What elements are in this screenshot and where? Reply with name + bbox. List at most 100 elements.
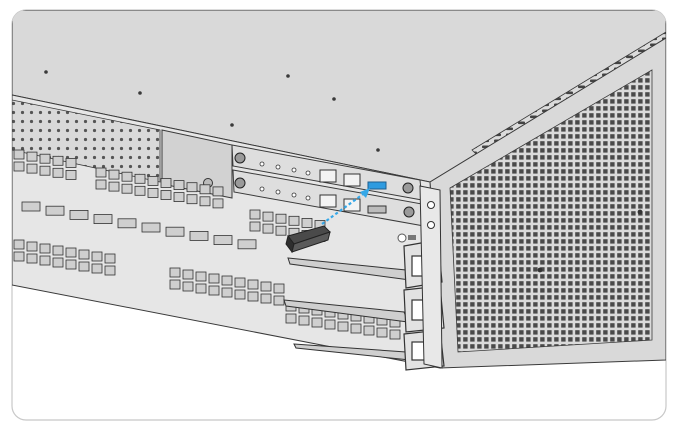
ethernet-port bbox=[52, 257, 64, 268]
ethernet-port bbox=[260, 293, 272, 304]
sfp-port bbox=[93, 214, 113, 225]
usb-drive-icon bbox=[285, 225, 331, 254]
sfp-port bbox=[165, 226, 185, 237]
ethernet-port bbox=[134, 173, 146, 184]
ethernet-port bbox=[26, 151, 38, 162]
ethernet-port bbox=[160, 178, 172, 188]
ethernet-port bbox=[212, 198, 224, 209]
ethernet-port bbox=[212, 186, 224, 197]
ethernet-port bbox=[169, 267, 181, 278]
sfp-port bbox=[141, 222, 161, 233]
ethernet-port bbox=[247, 279, 259, 290]
ethernet-port bbox=[182, 269, 194, 280]
ethernet-port bbox=[78, 249, 90, 260]
ethernet-port bbox=[249, 221, 261, 232]
ethernet-port bbox=[275, 213, 287, 224]
ethernet-port bbox=[65, 169, 77, 180]
ethernet-port bbox=[39, 153, 51, 164]
ethernet-port bbox=[363, 325, 375, 336]
ethernet-port bbox=[199, 184, 211, 195]
ethernet-port bbox=[376, 327, 388, 338]
ethernet-port bbox=[186, 194, 198, 205]
sfp-port bbox=[69, 209, 89, 220]
ethernet-port bbox=[186, 182, 198, 193]
ethernet-port bbox=[91, 263, 103, 274]
ear-hole bbox=[427, 221, 435, 229]
ethernet-port bbox=[260, 281, 272, 292]
usb-port-icon bbox=[367, 181, 387, 214]
ethernet-port bbox=[221, 275, 233, 286]
ethernet-port bbox=[195, 283, 207, 294]
ethernet-port bbox=[195, 271, 207, 282]
ethernet-port bbox=[26, 253, 38, 264]
side-screw bbox=[637, 209, 643, 215]
ethernet-port bbox=[273, 283, 285, 294]
ethernet-port bbox=[65, 259, 77, 270]
ethernet-port bbox=[208, 273, 220, 284]
ethernet-port bbox=[160, 190, 172, 200]
ethernet-port bbox=[108, 181, 120, 192]
ethernet-port bbox=[108, 169, 120, 180]
ethernet-port bbox=[13, 161, 25, 172]
ethernet-port bbox=[39, 243, 51, 254]
ethernet-port bbox=[13, 251, 25, 262]
status-leds bbox=[259, 161, 311, 201]
side-vent-grid bbox=[449, 69, 653, 353]
ethernet-port bbox=[324, 319, 336, 330]
management-rj45-ports bbox=[319, 169, 361, 212]
ethernet-port bbox=[121, 183, 133, 194]
ethernet-port bbox=[337, 321, 349, 332]
ethernet-port bbox=[285, 313, 297, 324]
sfp-port bbox=[213, 235, 233, 246]
ethernet-port bbox=[350, 323, 362, 334]
sfp-port bbox=[117, 218, 137, 229]
ethernet-port bbox=[247, 291, 259, 302]
ethernet-port bbox=[65, 247, 77, 258]
side-screw bbox=[537, 267, 543, 273]
ethernet-port bbox=[39, 165, 51, 176]
ethernet-port bbox=[26, 163, 38, 174]
ethernet-port bbox=[26, 241, 38, 252]
ethernet-port bbox=[234, 277, 246, 288]
ethernet-port bbox=[234, 289, 246, 300]
module-thumbscrews bbox=[234, 152, 415, 218]
sfp-port bbox=[189, 230, 209, 241]
ethernet-port bbox=[298, 315, 310, 326]
ethernet-port bbox=[95, 179, 107, 190]
ethernet-port bbox=[13, 149, 25, 160]
ethernet-port bbox=[91, 251, 103, 262]
ethernet-port bbox=[52, 155, 64, 166]
ethernet-port bbox=[249, 209, 261, 220]
ethernet-port bbox=[13, 239, 25, 250]
ethernet-port bbox=[221, 287, 233, 298]
rack-ear bbox=[419, 185, 443, 369]
top-screws bbox=[44, 70, 380, 152]
ethernet-port bbox=[273, 295, 285, 306]
ethernet-port bbox=[104, 253, 116, 264]
ethernet-port bbox=[199, 196, 211, 207]
sfp-port bbox=[237, 239, 257, 250]
ethernet-port bbox=[65, 157, 77, 168]
ethernet-port bbox=[389, 329, 401, 340]
ethernet-port bbox=[147, 175, 159, 186]
ethernet-port bbox=[262, 211, 274, 222]
ethernet-port bbox=[147, 187, 159, 198]
front-perforated-panel bbox=[12, 99, 161, 183]
port-array bbox=[13, 149, 401, 340]
ethernet-port bbox=[288, 215, 300, 226]
ethernet-port bbox=[39, 255, 51, 266]
ethernet-port bbox=[173, 192, 185, 203]
ethernet-port bbox=[52, 167, 64, 178]
ethernet-port bbox=[208, 285, 220, 296]
ethernet-port bbox=[275, 225, 287, 236]
ethernet-port bbox=[78, 261, 90, 272]
sfp-port bbox=[21, 201, 41, 212]
ethernet-port bbox=[311, 317, 323, 328]
ethernet-port bbox=[104, 265, 116, 276]
ethernet-port bbox=[121, 171, 133, 182]
fs-logo-icon bbox=[397, 233, 416, 243]
ethernet-port bbox=[182, 281, 194, 292]
ear-hole bbox=[427, 201, 435, 209]
ethernet-port bbox=[173, 180, 185, 191]
